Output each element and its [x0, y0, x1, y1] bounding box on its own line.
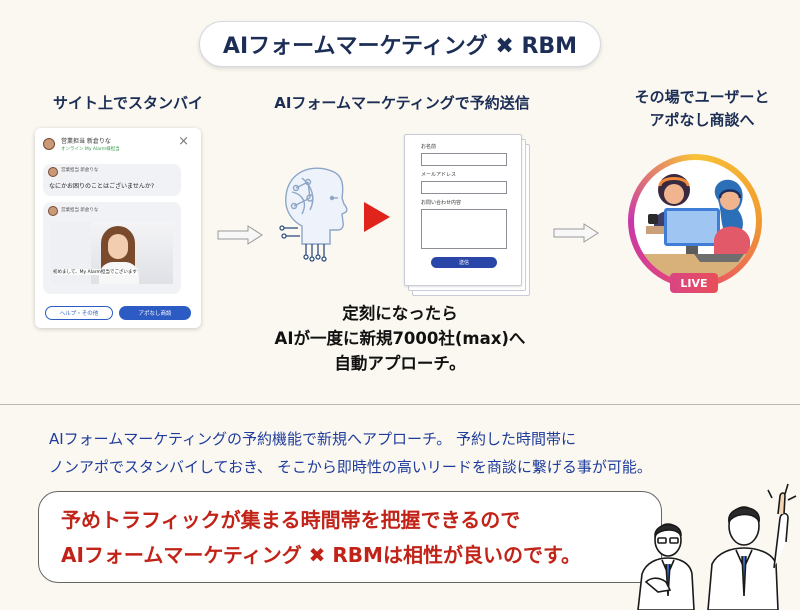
online-meeting-illustration [634, 174, 756, 282]
page-title-pill: AIフォームマーケティング ✖ RBM [199, 21, 601, 67]
step3-label-line1: その場でユーザーと [634, 88, 770, 106]
arrow-right-icon [217, 225, 263, 245]
agent-photo-face [108, 234, 128, 259]
page-title: AIフォームマーケティング ✖ RBM [222, 34, 578, 59]
section-divider [0, 404, 800, 405]
chat-question: なにかお困りのことはございませんか? [49, 183, 155, 190]
chat-widget: 営業担当 新倉りな オンライン My Alarm様担当 × 営業担当 新倉りな … [35, 128, 201, 328]
appo-nashi-button[interactable]: アポなし商談 [119, 306, 191, 320]
center-text-line3: 自動アプローチ。 [334, 354, 466, 373]
center-text-line1: 定刻になったら [342, 304, 458, 323]
description-line2: ノンアポでスタンバイしておき、 そこから即時性の高いリードを商談に繋げる事が可能… [49, 458, 652, 476]
chat-agent-status: オンライン My Alarm様担当 [61, 147, 120, 152]
callout-text: 予めトラフィックが集まる時間帯を把握できるので AIフォームマーケティング ✖ … [61, 503, 581, 573]
agent-video[interactable]: 初めまして、My Alarm担当でございます [51, 222, 173, 284]
chat-header: 営業担当 新倉りな オンライン My Alarm様担当 × [43, 134, 193, 158]
agent-avatar [48, 167, 58, 177]
close-icon[interactable]: × [178, 134, 189, 149]
inquiry-textarea[interactable] [421, 209, 507, 249]
agent-avatar [48, 206, 58, 216]
video-caption: 初めまして、My Alarm担当でございます [53, 269, 137, 275]
arrow-right-icon [553, 223, 599, 243]
help-button[interactable]: ヘルプ・その他 [45, 306, 113, 320]
bubble-agent-name: 営業担当 新倉りな [61, 208, 99, 213]
description-paragraph: AIフォームマーケティングの予約機能で新規へアプローチ。 予約した時間帯に ノン… [49, 425, 769, 481]
description-line1: AIフォームマーケティングの予約機能で新規へアプローチ。 予約した時間帯に [49, 430, 577, 448]
step2-label: AIフォームマーケティングで予約送信 [274, 94, 530, 112]
chat-message-bubble: 営業担当 新倉りな なにかお困りのことはございませんか? [43, 164, 181, 196]
auto-approach-text: 定刻になったら AIが一度に新規7000社(max)へ 自動アプローチ。 [250, 301, 550, 376]
live-session-illustration [628, 154, 762, 288]
chat-agent-name: 営業担当 新倉りな [61, 138, 111, 145]
center-text-line2: AIが一度に新規7000社(max)へ [274, 329, 526, 348]
agent-avatar [43, 138, 55, 150]
contact-form: お名前 メールアドレス お問い合わせ内容 送信 [404, 134, 522, 286]
businessmen-illustration [637, 483, 797, 610]
step1-label: サイト上でスタンバイ [52, 94, 203, 112]
email-field[interactable] [421, 181, 507, 194]
send-button[interactable]: 送信 [431, 257, 497, 268]
ai-robot-head-icon [279, 167, 348, 262]
callout-box: 予めトラフィックが集まる時間帯を把握できるので AIフォームマーケティング ✖ … [38, 491, 662, 583]
callout-line1: 予めトラフィックが集まる時間帯を把握できるので [61, 508, 521, 532]
name-label: お名前 [421, 144, 437, 150]
email-label: メールアドレス [421, 172, 457, 178]
play-icon [364, 202, 390, 232]
live-badge: LIVE [670, 273, 718, 293]
callout-line2: AIフォームマーケティング ✖ RBMは相性が良いのです。 [61, 543, 581, 567]
bubble-agent-name: 営業担当 新倉りな [61, 168, 99, 173]
name-field[interactable] [421, 153, 507, 166]
step3-label-line2: アポなし商談へ [649, 111, 755, 129]
step3-label: その場でユーザーと アポなし商談へ [592, 86, 800, 132]
inquiry-label: お問い合わせ内容 [421, 200, 462, 206]
